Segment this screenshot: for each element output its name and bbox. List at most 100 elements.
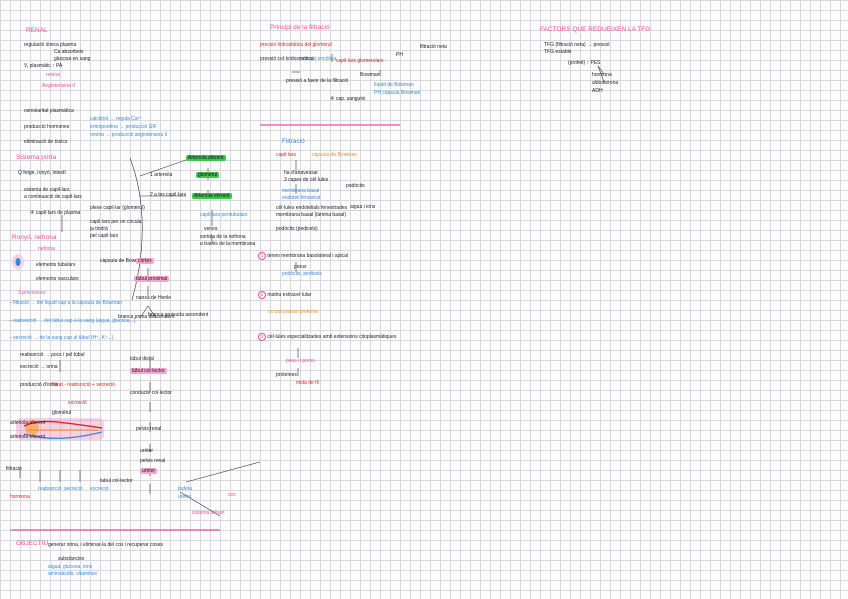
renal-line: V, plasmàtic ↑ PA (24, 63, 63, 69)
principi-line: Bowman (360, 72, 380, 78)
nefrona-line: pelvis renal (136, 426, 162, 432)
sistema-line: Q fetge, ronyó, intestí (18, 170, 66, 176)
principi-line: PH (396, 52, 403, 58)
nefrona-line: urèter (140, 448, 154, 454)
objective-line: substàncies (58, 556, 85, 562)
bottom-label: filtració (6, 466, 22, 472)
objective-line: aigua, glucosa, ions (48, 564, 93, 570)
sistema-line: sistema de capil·lars (24, 187, 70, 193)
principi-line: pressió hidrostàtica del glomèrul (260, 42, 332, 48)
process-line: - reabsorció → del túbul cap a la sang (… (10, 318, 136, 324)
bottom-label: sistema urinari (192, 510, 225, 516)
process-line: - secreció → de la sang cap al túbul (H⁺… (10, 335, 114, 341)
objective-line: generar orina, i eliminar-la del cos i r… (48, 542, 164, 548)
cortex-line: venes (204, 226, 218, 232)
renal-line: producció hormones (24, 124, 70, 130)
principi-line: pressió oncòtica (300, 56, 337, 62)
factors-line: ADH (592, 88, 603, 94)
cortex-line: capil·lars peritubulars (200, 212, 248, 218)
process-line: producció d'orina (20, 382, 58, 388)
sistema-line: capil·lars per on circula (90, 219, 142, 225)
cortex-tag: glomèrul (196, 172, 220, 178)
renal-line: glucosa en sang (54, 56, 91, 62)
heading-principi: Principi de la filtració (270, 24, 330, 31)
sistema-line: pel capil·lars (90, 233, 119, 239)
bottom-label: excreció (90, 486, 109, 492)
bottom-label: reabsorció (38, 486, 62, 492)
heading-filtracio: Filtració (282, 138, 305, 145)
bottom-label: uretra (178, 494, 192, 500)
filtracio-line: mida de fil (296, 380, 319, 386)
heading-sistema: Sistema porta (16, 154, 57, 161)
nefrona-tag: túbul col·lector (130, 368, 167, 374)
nefrona-line: conducte col·lector (130, 390, 172, 396)
sistema-line: ja tindrà (90, 226, 108, 232)
nefrona-line: branca gruixuda ascendent (148, 312, 209, 318)
filtracio-line: podòcits (pedicels) (276, 226, 318, 232)
cortex-line: sortida de la nefrona (200, 234, 246, 240)
process-line: 3 processos: (18, 290, 47, 296)
filtracio-line: membrana basal (làmina basal) (276, 212, 347, 218)
nefrona-line: elements vasculars (36, 276, 79, 282)
filtracio-line: endoteli fenestrat (282, 195, 321, 201)
renal-line: Angiotensina II (42, 83, 76, 89)
renal-line: osmolaritat plasmàtica (24, 108, 74, 114)
nefrona-line: càpsula de Bowman (100, 258, 146, 264)
heading-objectiu: OBJECTIU (16, 540, 49, 547)
principi-line: PH càpsula Bowman (374, 90, 421, 96)
filtracio-line: peus o porus (286, 358, 315, 364)
filtracio-line: membrana basal (282, 188, 320, 194)
process-line: reabsorció → pocs i pel túbul (20, 352, 85, 358)
bottom-label: tubul col·lector (100, 478, 133, 484)
filtracio-line: cèl·lules endotelials fenestrades (276, 205, 348, 211)
sistema-line: plexe capil·lar (glomèrul) (90, 205, 145, 211)
cortex-line: a través de la membrana (200, 241, 256, 247)
nefrona-tag: còrtex (136, 258, 154, 264)
filtracio-line: 2 matriu extracel·lular (258, 291, 311, 299)
nefrona-line: túbul distal (130, 356, 154, 362)
nefrona-line: nefrona (38, 246, 55, 252)
bottom-label: glomèrul (52, 410, 72, 416)
filtracio-line: 3 cèl·lules especialitzades amb extensio… (258, 333, 396, 341)
bottom-label: hormona (10, 494, 30, 500)
sistema-line: ④ capil·lars de plasma (30, 210, 81, 216)
renal-line: Ca absorbeix (54, 49, 84, 55)
filtracio-line: podòcits (346, 183, 365, 189)
filtracio-line: capil·lars (276, 152, 297, 158)
principi-line: pressió a favor de la filtració (286, 78, 349, 84)
cortex-line: 2 a les capil·lars (150, 192, 187, 198)
cortex-tag: Arteriola aferent (186, 155, 226, 161)
bottom-label: cos (228, 492, 236, 498)
bottom-label: bufeta (178, 486, 192, 492)
process-line: - filtració → del líquid cap a la càpsul… (10, 300, 123, 306)
principi-line: ④ cap. sanguini (330, 96, 366, 102)
filtracio-line: proteïnes (276, 372, 297, 378)
filtracio-line: podòcits, pedicels (282, 271, 322, 277)
renal-line: eritropoetina → producció GR (90, 124, 157, 130)
principi-line: filtració neta (420, 44, 447, 50)
principi-line: pressió col·loïdosmòtica (260, 56, 314, 62)
bottom-label: arteriola aferent (10, 420, 46, 426)
factors-line: TFG estable (544, 49, 572, 55)
heading-renal: RENAL (26, 27, 48, 34)
factors-line: hormona (592, 72, 612, 78)
renal-line: regulació iònica plasma (24, 42, 77, 48)
nefrona-line: nansa de Henle (136, 295, 172, 301)
nefrona-tag: túbul proximal (134, 276, 170, 282)
process-line: excreció → orina (20, 364, 58, 370)
renal-line: eliminació de tòxics (24, 139, 68, 145)
sistema-line: a continuació de capil·lars (24, 194, 82, 200)
filtracio-line: càpsula de Bowman (312, 152, 358, 158)
nefrona-line: elements tubulars (36, 262, 76, 268)
renal-line: renina → producció angiotensina II (90, 132, 168, 138)
objective-line: aminoàcids, vitamines (48, 571, 98, 577)
process-line: excreció (68, 400, 87, 406)
factors-line: (profeit) ↑ PES (568, 60, 601, 66)
heading-ronyo: Ronyó, nefrona (12, 234, 57, 241)
factors-line: TFG (filtració neta) → pressió (544, 42, 610, 48)
bottom-label: arteriola eferent (10, 434, 46, 440)
filtracio-line: 3 capes de cèl·lules (284, 177, 329, 183)
heading-factors: FACTORS QUE REDUEIXEN LA TFG (540, 26, 651, 33)
cortex-tag: Arteriola eferent (192, 193, 232, 199)
